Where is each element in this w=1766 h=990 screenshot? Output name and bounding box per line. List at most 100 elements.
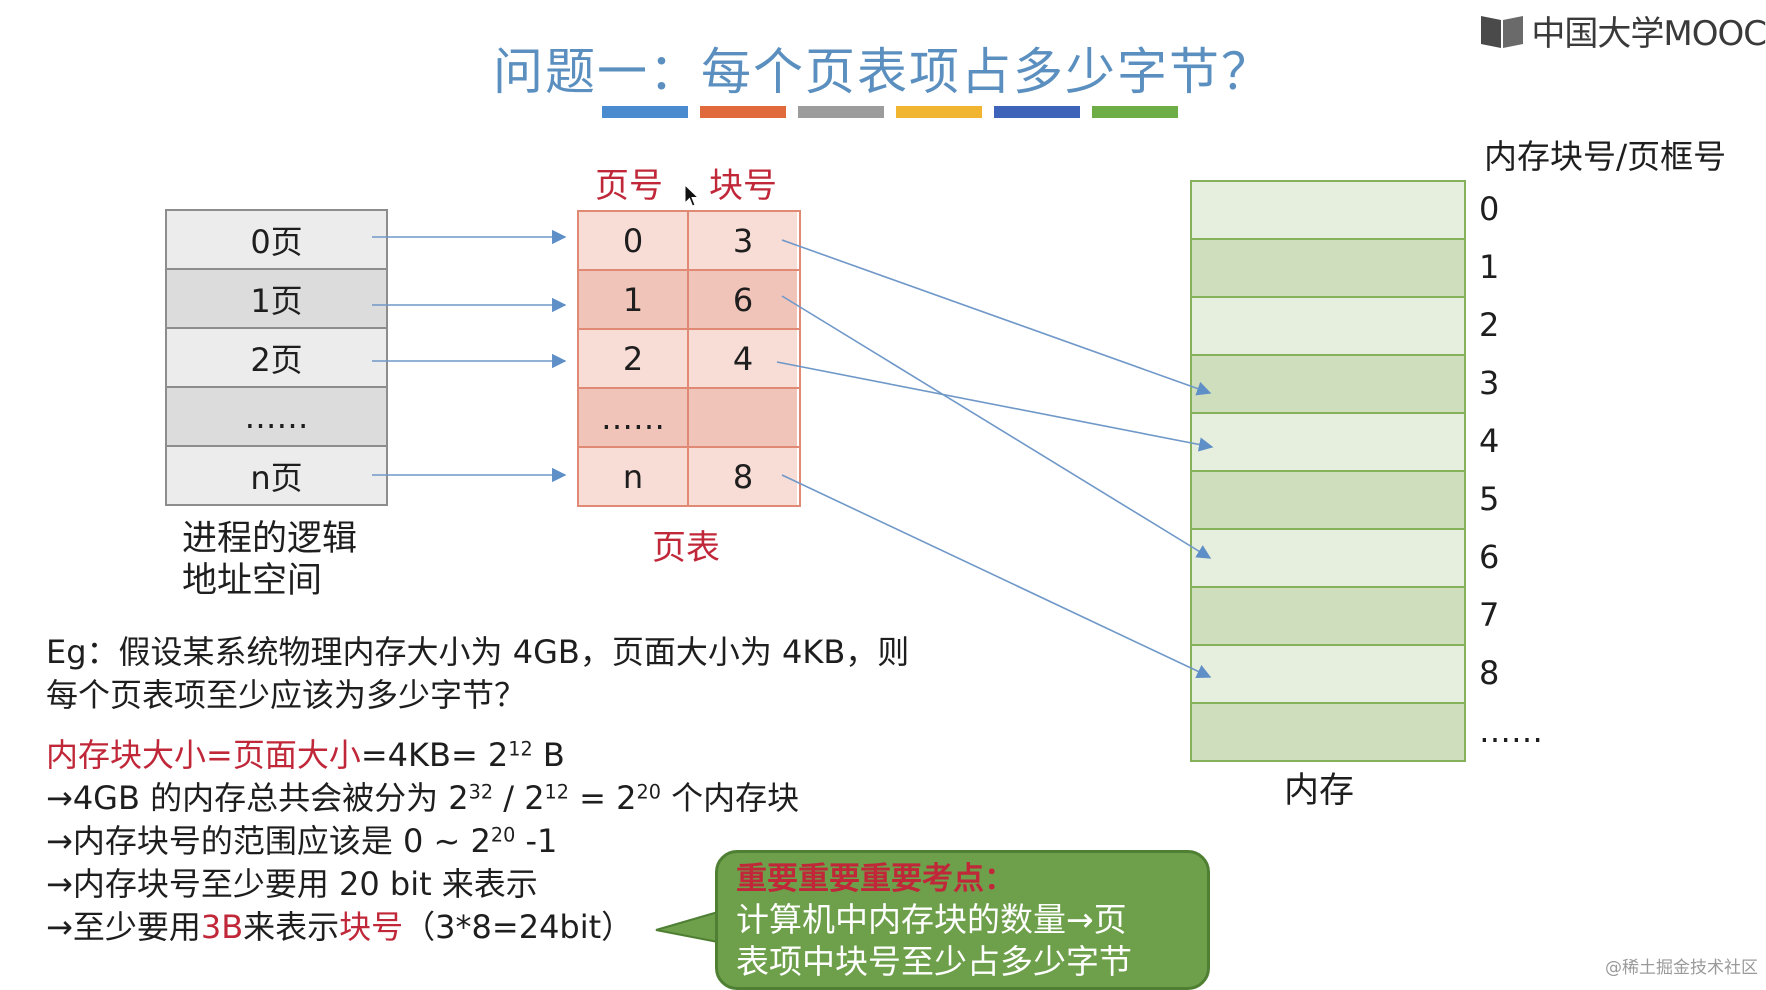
memory-block <box>1192 588 1464 646</box>
key-point-callout: 重要重要重要考点： 计算机中内存块的数量→页 表项中块号至少占多少字节 <box>715 850 1210 990</box>
block-number-cell: 8 <box>689 448 797 505</box>
logical-page-cell: 1页 <box>167 270 386 329</box>
memory-block <box>1192 414 1464 472</box>
arrow-line <box>781 474 1212 678</box>
memory-block-number: …… <box>1479 712 1543 750</box>
page-table: 0 3 1 6 2 4 …… n 8 <box>577 210 801 507</box>
caption-line: 进程的逻辑 <box>182 519 358 559</box>
memory-block-number: 7 <box>1479 596 1500 634</box>
page-number-cell: 2 <box>579 330 689 387</box>
logical-space-caption: 进程的逻辑 地址空间 <box>182 518 357 602</box>
memory-block <box>1192 472 1464 530</box>
memory-block <box>1192 240 1464 298</box>
page-table-row: 1 6 <box>579 271 799 330</box>
logo-text: 中国大学MOOC <box>1531 14 1766 54</box>
logical-address-space: 0页 1页 2页 …… n页 <box>165 209 388 506</box>
logical-page-cell: n页 <box>167 447 386 504</box>
memory-block <box>1192 182 1464 240</box>
block-number-cell: 3 <box>689 212 797 269</box>
page-number-cell: …… <box>579 389 689 446</box>
text-run: = 2 <box>568 779 637 817</box>
block-number-cell <box>689 389 797 446</box>
memory-block-number: 3 <box>1479 364 1500 402</box>
callout-heading: 重要重要重要考点： <box>736 861 1015 897</box>
memory-block-number: 5 <box>1479 480 1500 518</box>
callout-line: 表项中块号至少占多少字节 <box>736 942 1132 981</box>
text-run: B <box>532 736 565 774</box>
text-run: 来表示 <box>243 908 340 946</box>
memory-caption: 内存 <box>1284 771 1355 811</box>
exponent: 12 <box>544 780 569 804</box>
memory-block-header: 内存块号/页框号 <box>1484 137 1727 176</box>
mouse-cursor-icon <box>684 184 700 207</box>
arrow-line <box>781 295 1212 559</box>
title-color-bar <box>994 106 1080 118</box>
solution-steps: 内存块大小=页面大小=4KB= 212 B →4GB 的内存总共会被分为 232… <box>46 734 799 949</box>
example-line: 每个页表项至少应该为多少字节？ <box>46 676 527 714</box>
logical-page-cell: 2页 <box>167 329 386 388</box>
page-table-row: 0 3 <box>579 212 799 271</box>
arrow-line <box>776 361 1214 452</box>
solution-line: →内存块号至少要用 20 bit 来表示 <box>46 865 538 903</box>
text-run: →内存块号的范围应该是 0 ~ 2 <box>46 822 491 860</box>
memory-block-number: 8 <box>1479 654 1500 692</box>
title-color-bar <box>896 106 982 118</box>
example-text: Eg：假设某系统物理内存大小为 4GB，页面大小为 4KB，则 每个页表项至少应… <box>46 631 909 717</box>
page-table-row: n 8 <box>579 448 799 505</box>
title-color-bar <box>798 106 884 118</box>
slide-title: 问题一：每个页表项占多少字节？ <box>493 43 1273 101</box>
caption-line: 地址空间 <box>182 561 323 601</box>
logical-page-cell: 0页 <box>167 211 386 270</box>
text-run: =4KB= 2 <box>360 736 509 774</box>
exponent: 32 <box>468 780 494 804</box>
page-table-caption: 页表 <box>652 528 720 568</box>
mooc-logo: 中国大学MOOC <box>1479 6 1766 55</box>
text-run: （3*8=24bit） <box>403 908 634 946</box>
memory-block-number: 1 <box>1479 248 1500 286</box>
watermark: @稀土掘金技术社区 <box>1605 958 1758 978</box>
memory-block <box>1192 646 1464 704</box>
memory-block-number: 2 <box>1479 306 1500 344</box>
memory-block <box>1192 530 1464 588</box>
callout-pointer <box>655 910 719 944</box>
page-number-cell: n <box>579 448 689 505</box>
callout-line: 计算机中内存块的数量→页 <box>736 900 1127 939</box>
highlight-text: 内存块大小=页面大小 <box>46 736 361 774</box>
text-run: / 2 <box>493 779 545 817</box>
memory-block <box>1192 356 1464 414</box>
solution-line: →4GB 的内存总共会被分为 232 / 212 = 220 个内存块 <box>46 777 799 820</box>
block-number-cell: 6 <box>689 271 797 328</box>
logical-page-cell: …… <box>167 388 386 447</box>
page-number-cell: 1 <box>579 271 689 328</box>
page-number-cell: 0 <box>579 212 689 269</box>
exponent: 20 <box>636 780 661 804</box>
title-color-bar <box>700 106 786 118</box>
physical-memory <box>1190 180 1466 762</box>
arrow-line <box>781 239 1212 396</box>
highlight-text: 块号 <box>339 908 404 946</box>
memory-block-number: 0 <box>1479 190 1500 228</box>
page-number-header: 页号 <box>595 166 663 206</box>
solution-line: →至少要用3B来表示块号（3*8=24bit） <box>46 906 799 949</box>
highlight-text: 3B <box>200 908 244 946</box>
text-run: 个内存块 <box>660 779 800 817</box>
text-run: →4GB 的内存总共会被分为 2 <box>46 779 469 817</box>
example-line: Eg：假设某系统物理内存大小为 4GB，页面大小为 4KB，则 <box>46 633 910 671</box>
text-run: →至少要用 <box>46 908 201 946</box>
page-table-row: …… <box>579 389 799 448</box>
exponent: 20 <box>490 823 516 847</box>
page-table-row: 2 4 <box>579 330 799 389</box>
memory-block <box>1192 704 1464 760</box>
title-color-bar <box>1092 106 1178 118</box>
memory-block-number: 6 <box>1479 538 1500 576</box>
exponent: 12 <box>508 737 533 761</box>
title-color-bar <box>602 106 688 118</box>
solution-line: 内存块大小=页面大小=4KB= 212 B <box>46 734 799 777</box>
memory-block <box>1192 298 1464 356</box>
block-number-cell: 4 <box>689 330 797 387</box>
memory-block-number: 4 <box>1479 422 1500 460</box>
text-run: -1 <box>515 822 558 860</box>
block-number-header: 块号 <box>709 166 777 206</box>
solution-line: →内存块号的范围应该是 0 ~ 220 -1 <box>46 820 799 863</box>
